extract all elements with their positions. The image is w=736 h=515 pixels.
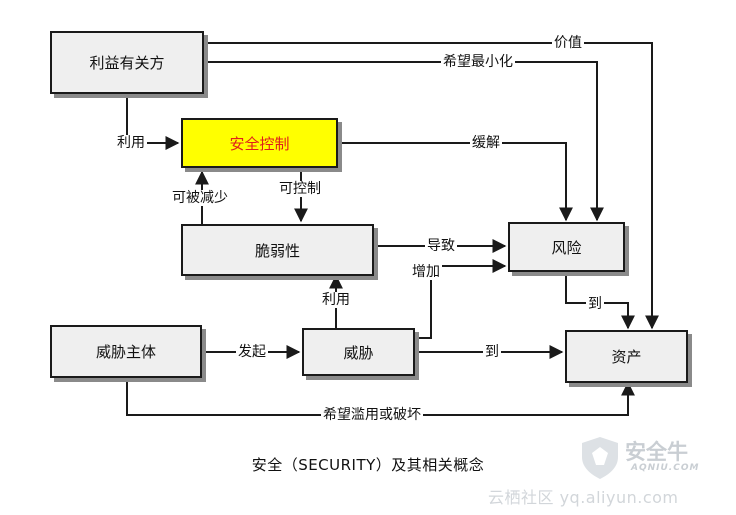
label-wish-minimize: 希望最小化 xyxy=(441,54,515,70)
node-threat-agent: 威胁主体 xyxy=(50,325,202,378)
edge-mitigate xyxy=(338,142,573,222)
node-stakeholders: 利益有关方 xyxy=(50,31,204,94)
node-asset: 资产 xyxy=(565,330,688,383)
logo-subtext: AQNIU.COM xyxy=(631,463,700,473)
node-security-control: 安全控制 xyxy=(181,118,338,168)
label-initiate: 发起 xyxy=(236,344,268,360)
label-value: 价值 xyxy=(552,35,584,51)
logo-text: 安全牛 xyxy=(625,440,688,464)
node-vulnerability: 脆弱性 xyxy=(181,224,374,276)
node-threat: 威胁 xyxy=(302,328,415,376)
edge-increase xyxy=(415,259,507,339)
label-risk-to-asset: 到 xyxy=(586,296,604,312)
label-wish-abuse: 希望滥用或破坏 xyxy=(321,407,423,423)
edge-value xyxy=(204,42,659,330)
site-watermark: 云栖社区 yq.aliyun.com xyxy=(488,488,679,507)
label-use-control: 利用 xyxy=(115,135,147,151)
label-can-reduce: 可被减少 xyxy=(170,190,230,206)
aqniu-logo xyxy=(582,437,618,479)
label-threat-to-asset: 到 xyxy=(483,344,501,360)
label-lead-to: 导致 xyxy=(425,238,457,254)
node-risk: 风险 xyxy=(508,222,625,272)
diagram-caption: 安全（SECURITY）及其相关概念 xyxy=(251,456,485,474)
label-exploit: 利用 xyxy=(320,292,352,308)
label-mitigate: 缓解 xyxy=(470,135,502,151)
label-increase: 增加 xyxy=(410,264,442,280)
label-can-control: 可控制 xyxy=(277,181,323,197)
edge-wish-minimize xyxy=(204,61,604,222)
